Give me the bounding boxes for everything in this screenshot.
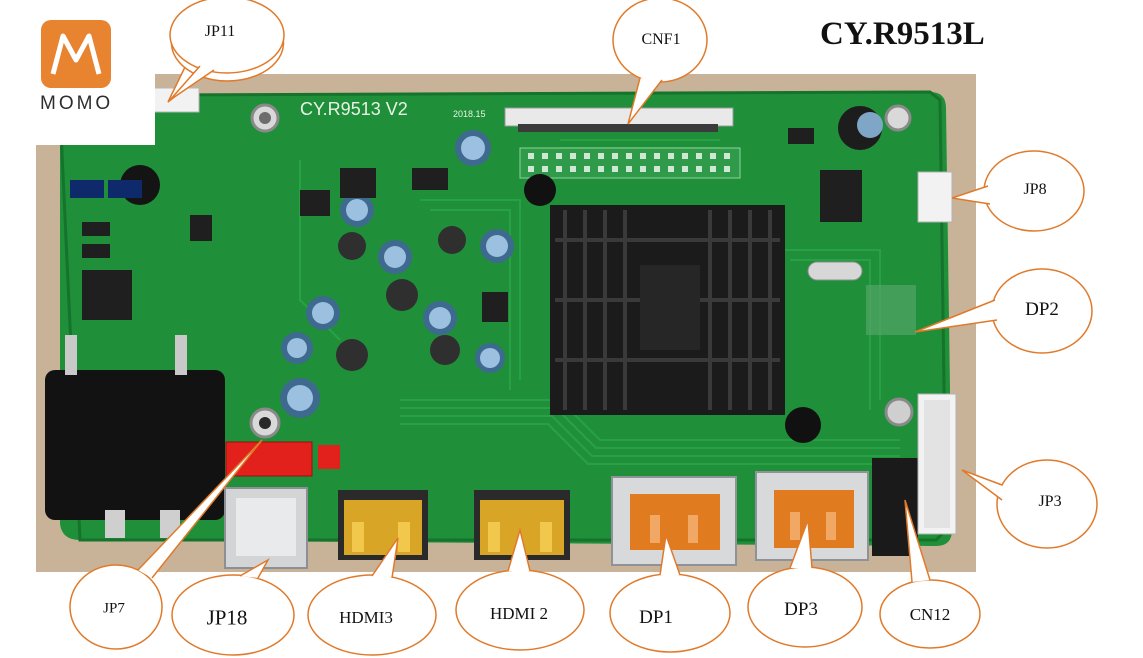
callout-jp18-ellipse — [171, 574, 295, 656]
callout-cn12: CN12 — [909, 605, 951, 624]
crystal — [807, 261, 863, 281]
connector-jp7 — [225, 441, 313, 477]
chips — [70, 128, 862, 322]
momo-logo-icon — [41, 20, 111, 88]
callout-cnf1: CNF1 — [641, 31, 681, 48]
inductors — [336, 226, 466, 371]
callout-jp3-ellipse — [996, 459, 1098, 549]
connector-dp2-area — [866, 285, 916, 335]
silkscreen-date: 2018.15 — [453, 109, 486, 119]
silkscreen-model: CY.R9513 V2 — [300, 99, 408, 119]
callout-jp18: JP18 — [206, 605, 248, 630]
callout-jp11: JP11 — [204, 23, 236, 40]
heatsink — [524, 174, 821, 443]
board-model-title: CY.R9513L — [820, 16, 985, 52]
connector-jp3 — [917, 393, 957, 535]
callouts-layer — [69, 0, 1098, 656]
logo-brand-text: MOMO — [40, 93, 114, 114]
connector-dp1 — [611, 476, 737, 566]
header-pads — [519, 147, 741, 179]
connector-hdmi3 — [338, 490, 428, 560]
connector-jp8 — [917, 171, 953, 223]
connector-dp3 — [755, 471, 869, 561]
transformer — [45, 370, 225, 520]
connector-cnf1 — [504, 107, 734, 127]
callout-jp8: JP8 — [1023, 181, 1047, 198]
callout-jp7-ellipse — [69, 564, 163, 650]
mounting-holes — [249, 103, 914, 439]
callout-hdmi2: HDMI 2 — [489, 604, 549, 623]
callout-jp11-ellipse — [169, 0, 285, 74]
callout-dp1: DP1 — [639, 607, 673, 628]
callout-jp3: JP3 — [1038, 493, 1062, 510]
callout-jp7: JP7 — [103, 600, 125, 617]
callout-dp3: DP3 — [784, 599, 818, 620]
callout-hdmi3: HDMI3 — [339, 608, 393, 627]
callout-dp2: DP2 — [1025, 299, 1059, 320]
momo-logo: MOMO — [0, 0, 155, 145]
